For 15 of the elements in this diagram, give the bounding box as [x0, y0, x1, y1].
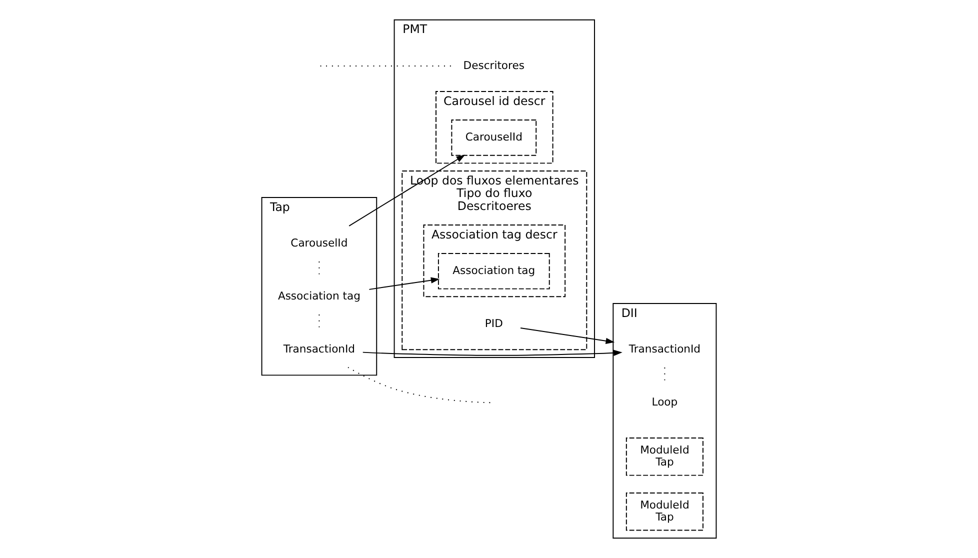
node-box: ModuleId Tap [626, 492, 704, 531]
node-text: Association tag [278, 289, 360, 302]
node-text: CarouselId [290, 236, 348, 250]
node-text: PID [484, 316, 503, 330]
node-text: TransactionId [628, 342, 701, 356]
node-box: ModuleId Tap [626, 438, 704, 476]
arrow [348, 154, 466, 226]
arrow [362, 350, 622, 356]
node-text: TransactionId [283, 342, 356, 356]
node-text: Descritores [463, 58, 524, 72]
node-box: CarouselId [451, 120, 537, 156]
arrow [368, 277, 440, 290]
arrow [520, 328, 615, 344]
node-text: Loop [652, 395, 678, 408]
node-box: Association tag [438, 252, 550, 290]
